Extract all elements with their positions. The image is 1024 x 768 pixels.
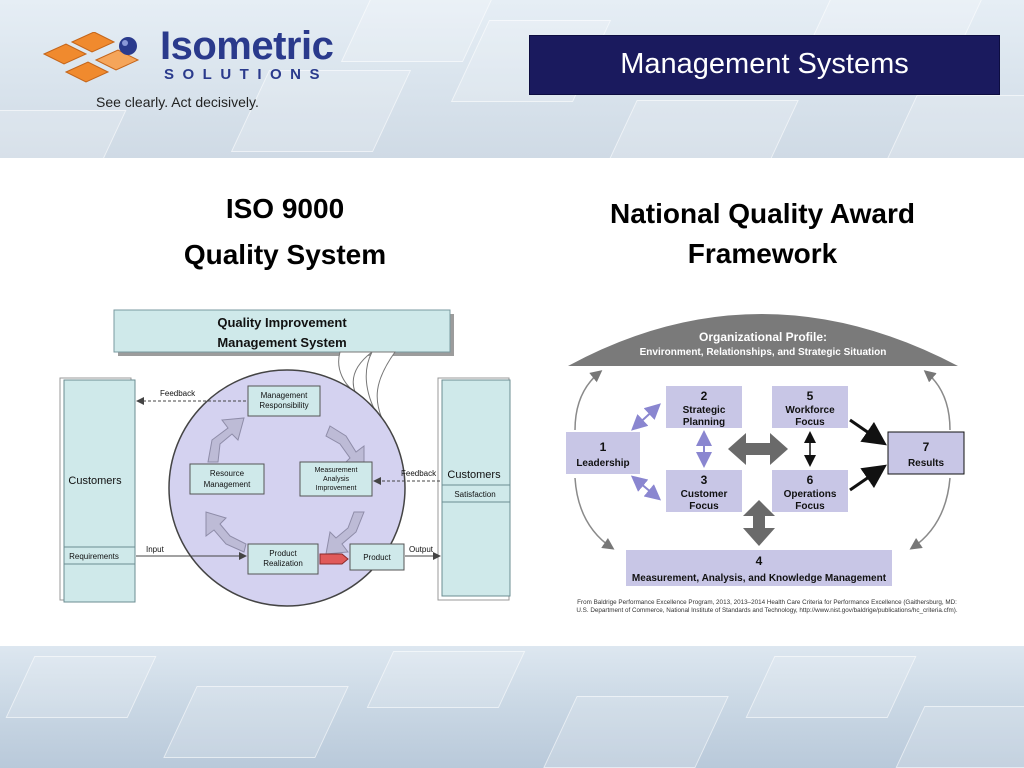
meas-line1: Measurement [315, 467, 358, 474]
profile-subtitle: Environment, Relationships, and Strategi… [640, 347, 887, 358]
inner-arrows [630, 403, 887, 501]
logo-tagline: See clearly. Act decisively. [96, 94, 259, 110]
box-workforce-focus: 5 Workforce Focus [772, 386, 848, 428]
cycle-arrows [205, 417, 365, 555]
iso-heading-line1: ISO 9000 [225, 193, 345, 224]
feedback-right-label: Feedback [401, 469, 437, 478]
org-profile-dome: Organizational Profile: Environment, Rel… [568, 314, 958, 366]
slide-title-box: Management Systems [529, 35, 1000, 95]
input-label: Input [146, 545, 165, 554]
iso-flow-arrows: Feedback Feedback Input Output [136, 389, 441, 560]
footer-band [0, 646, 1024, 768]
box-strategic-planning: 2 Strategic Planning [666, 386, 742, 428]
b5-line1: Workforce [785, 405, 835, 416]
b1-num: 1 [600, 440, 607, 454]
pr-line1: Product [269, 549, 297, 558]
b7-num: 7 [923, 440, 930, 454]
feedback-top-label: Feedback [160, 389, 196, 398]
customers-left-panel: Customers Requirements [59, 377, 136, 603]
meas-line2: Analysis [323, 476, 350, 483]
customers-right-panel: Customers Satisfaction [437, 377, 511, 601]
iso-heading: ISO 9000 Quality System [110, 186, 460, 278]
nqa-heading-line1: National Quality Award [610, 198, 915, 229]
b3-num: 3 [701, 473, 708, 487]
requirements-label: Requirements [69, 552, 119, 561]
customers-left-label: Customers [68, 475, 122, 487]
company-logo: Isometric SOLUTIONS See clearly. Act dec… [36, 24, 356, 124]
logo-wordmark: Isometric [160, 24, 334, 68]
pr-line2: Realization [263, 559, 303, 568]
b6-num: 6 [807, 473, 814, 487]
qims-callout: Quality Improvement Management System [113, 309, 454, 426]
profile-title: Organizational Profile: [699, 330, 827, 344]
satisfaction-label: Satisfaction [454, 490, 495, 499]
resource-line2: Management [204, 480, 251, 489]
b5-line2: Focus [795, 417, 825, 428]
vertical-double-arrow [743, 500, 775, 546]
outer-cycle-arrows [574, 370, 951, 550]
slide-title: Management Systems [620, 48, 909, 80]
b7-label: Results [908, 458, 945, 469]
b5-num: 5 [807, 389, 814, 403]
box-measurement: 4 Measurement, Analysis, and Knowledge M… [626, 550, 892, 586]
measurement-box: Measurement Analysis Improvement [299, 461, 373, 497]
resource-line1: Resource [210, 469, 245, 478]
b2-line2: Planning [683, 417, 725, 428]
customers-right-label: Customers [447, 469, 501, 481]
source-line1: From Baldrige Performance Excellence Pro… [577, 599, 957, 606]
qims-line1: Quality Improvement [217, 315, 347, 330]
output-label: Output [409, 545, 434, 554]
b4-num: 4 [756, 554, 763, 568]
resource-management-box: Resource Management [189, 463, 265, 495]
mgmt-line2: Responsibility [259, 401, 308, 410]
b1-label: Leadership [576, 458, 629, 469]
product-box: Product [319, 543, 405, 571]
product-realization-box: Product Realization [247, 543, 319, 575]
box-leadership: 1 Leadership [566, 432, 640, 474]
b3-line1: Customer [681, 489, 728, 500]
horizontal-double-arrow [728, 433, 788, 465]
b2-line1: Strategic [683, 405, 726, 416]
b4-label: Measurement, Analysis, and Knowledge Man… [632, 573, 887, 584]
b2-num: 2 [701, 389, 708, 403]
b3-line2: Focus [689, 501, 719, 512]
box-customer-focus: 3 Customer Focus [666, 470, 742, 512]
nqa-heading-line2: Framework [687, 238, 838, 269]
iso-heading-line2: Quality System [183, 239, 387, 270]
mgmt-line1: Management [261, 391, 308, 400]
meas-line3: Improvement [316, 485, 357, 492]
source-line2: U.S. Department of Commerce, National In… [576, 607, 958, 614]
isometric-logo-icon [42, 32, 140, 83]
box-operations-focus: 6 Operations Focus [772, 470, 848, 512]
logo-subtitle: SOLUTIONS [164, 66, 329, 83]
source-note: From Baldrige Performance Excellence Pro… [572, 599, 962, 615]
box-results: 7 Results [887, 431, 965, 475]
b6-line1: Operations [784, 489, 837, 500]
b6-line2: Focus [795, 501, 825, 512]
mgmt-responsibility-box: Management Responsibility [247, 385, 321, 417]
qims-line2: Management System [217, 335, 346, 350]
nqa-heading: National Quality Award Framework [540, 194, 985, 274]
product-label: Product [363, 553, 391, 562]
